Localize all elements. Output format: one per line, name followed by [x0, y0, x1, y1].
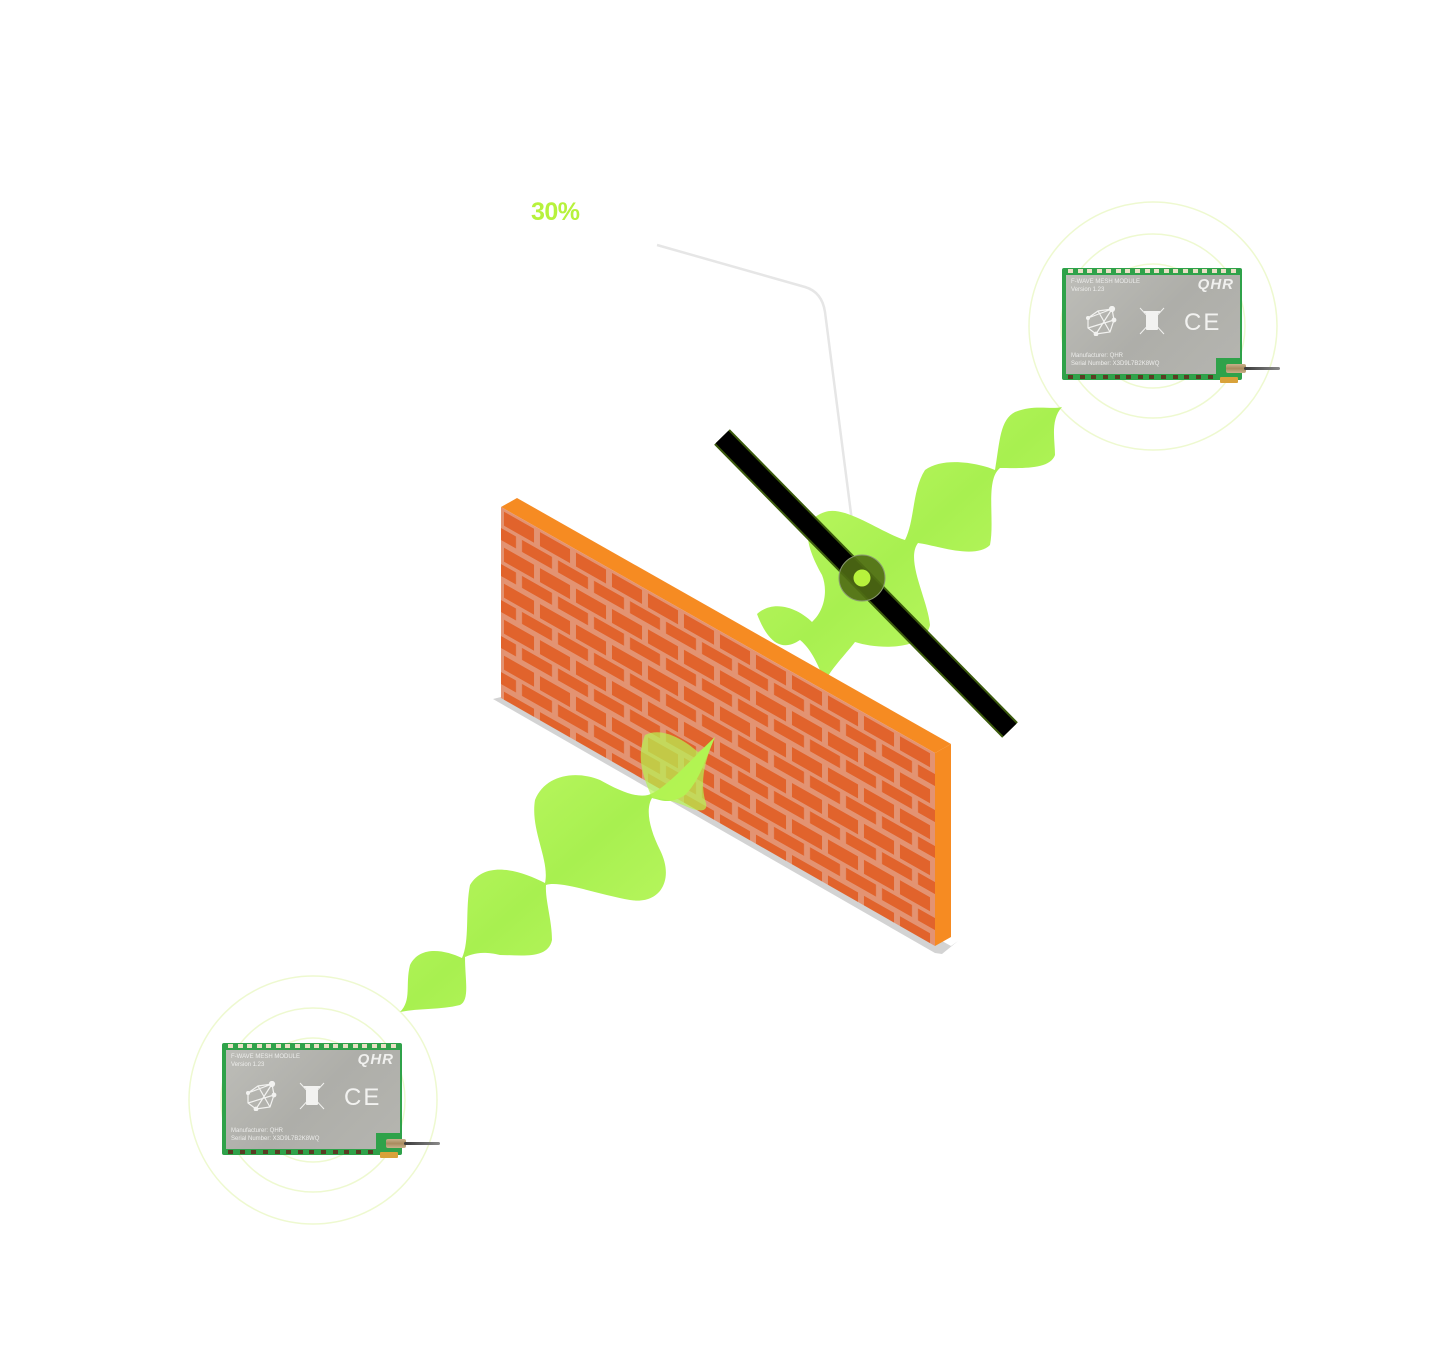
antenna-cable — [1244, 367, 1280, 370]
wall-front-face — [501, 507, 935, 946]
ce-mark-icon: CE — [1184, 309, 1221, 336]
weee-crossed-bin-icon — [299, 1082, 325, 1110]
receiver-module: F-WAVE MESH MODULE Version 1.23 QHR CE M… — [1062, 268, 1280, 383]
module-cert-icons: CE — [245, 1081, 381, 1111]
wall-top-face — [501, 498, 951, 753]
antenna-connector — [386, 1139, 406, 1148]
mesh-network-icon — [245, 1081, 277, 1111]
weee-crossed-bin-icon — [1139, 307, 1165, 335]
slider-knob-dot[interactable] — [853, 569, 871, 587]
module-pads-top — [228, 1044, 396, 1048]
module-product-name: F-WAVE MESH MODULE — [1071, 279, 1141, 285]
module-manufacturer: Manufacturer: QHR — [1071, 353, 1124, 359]
module-pads-bottom — [1068, 375, 1236, 379]
attenuation-slider[interactable] — [714, 429, 1018, 738]
module-pads-top — [1068, 269, 1236, 273]
antenna-connector — [1226, 364, 1246, 373]
module-title: F-WAVE MESH MODULE Version 1.23 — [231, 1053, 300, 1069]
antenna-gold-pad — [1220, 377, 1238, 383]
transmitter-signal-rings — [188, 975, 438, 1225]
signal-wave-through-wall — [640, 732, 715, 811]
module-title: F-WAVE MESH MODULE Version 1.23 — [1071, 278, 1140, 294]
module-brand-logo: QHR — [1197, 276, 1234, 293]
module-manufacturer: Manufacturer: QHR — [231, 1128, 284, 1134]
antenna-cable — [404, 1142, 440, 1145]
signal-wave-before-wall — [400, 737, 715, 1012]
antenna-gold-pad — [380, 1152, 398, 1158]
module-meta: Manufacturer: QHR Serial Number: X3D9L7B… — [231, 1127, 319, 1143]
module-meta: Manufacturer: QHR Serial Number: X3D9L7B… — [1071, 352, 1159, 368]
module-serial: Serial Number: X3D9L7B2K8WQ — [231, 1136, 320, 1142]
mesh-network-icon — [1085, 306, 1117, 336]
module-cert-icons: CE — [1085, 306, 1221, 336]
attenuation-percent-label: 30% — [531, 198, 580, 226]
module-version: Version 1.23 — [1071, 287, 1105, 293]
module-product-name: F-WAVE MESH MODULE — [231, 1054, 301, 1060]
signal-wave-after-wall — [757, 407, 1062, 682]
module-version: Version 1.23 — [231, 1062, 265, 1068]
module-pads-bottom — [228, 1150, 396, 1154]
wall-side-face — [935, 744, 951, 946]
module-brand-logo: QHR — [357, 1051, 394, 1068]
transmitter-module: F-WAVE MESH MODULE Version 1.23 QHR CE M… — [222, 1043, 440, 1158]
brick-wall — [501, 498, 951, 946]
ce-mark-icon: CE — [344, 1084, 381, 1111]
module-serial: Serial Number: X3D9L7B2K8WQ — [1071, 361, 1160, 367]
leader-line — [656, 243, 859, 561]
